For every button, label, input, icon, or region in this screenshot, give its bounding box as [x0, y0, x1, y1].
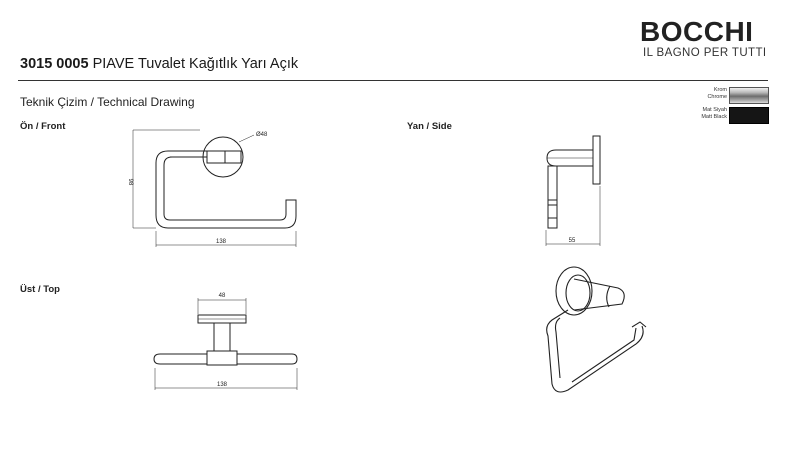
- finish-chrome-label: Krom Chrome: [647, 87, 727, 100]
- header-divider: [18, 80, 768, 81]
- top-rosette-dimension: 48: [219, 293, 226, 299]
- front-width-dimension: 138: [216, 239, 227, 245]
- finish-black-name-en: Matt Black: [701, 113, 727, 120]
- front-view-drawing: [132, 129, 297, 247]
- side-depth-dimension: 55: [569, 238, 576, 244]
- front-view-label: Ön / Front: [20, 121, 66, 132]
- finish-chrome-name-tr: Krom: [713, 87, 727, 93]
- side-view-label: Yan / Side: [407, 121, 452, 132]
- finish-chrome-swatch: [729, 87, 769, 104]
- perspective-view-drawing: [546, 266, 647, 393]
- finish-black-label: Mat Siyah Matt Black: [647, 107, 727, 120]
- front-height-dimension: 98: [127, 179, 133, 186]
- finish-black-swatch: [729, 107, 769, 124]
- top-view-drawing: [153, 298, 298, 390]
- product-name: PIAVE Tuvalet Kağıtlık Yarı Açık: [92, 56, 299, 72]
- brand-tagline: IL BAGNO PER TUTTI: [643, 47, 767, 59]
- rosette-diameter-dimension: Ø48: [256, 132, 268, 138]
- top-width-dimension: 138: [217, 382, 228, 388]
- side-view-drawing: [545, 135, 601, 246]
- product-code: 3015 0005: [20, 56, 89, 72]
- finish-chrome-name-en: Chrome: [707, 93, 727, 100]
- product-title: 3015 0005 PIAVE Tuvalet Kağıtlık Yarı Aç…: [20, 56, 298, 72]
- top-view-label: Üst / Top: [20, 284, 60, 295]
- brand-logo: BOCCHI: [640, 16, 754, 47]
- finish-black-name-tr: Mat Siyah: [702, 107, 727, 113]
- section-title: Teknik Çizim / Technical Drawing: [20, 95, 195, 109]
